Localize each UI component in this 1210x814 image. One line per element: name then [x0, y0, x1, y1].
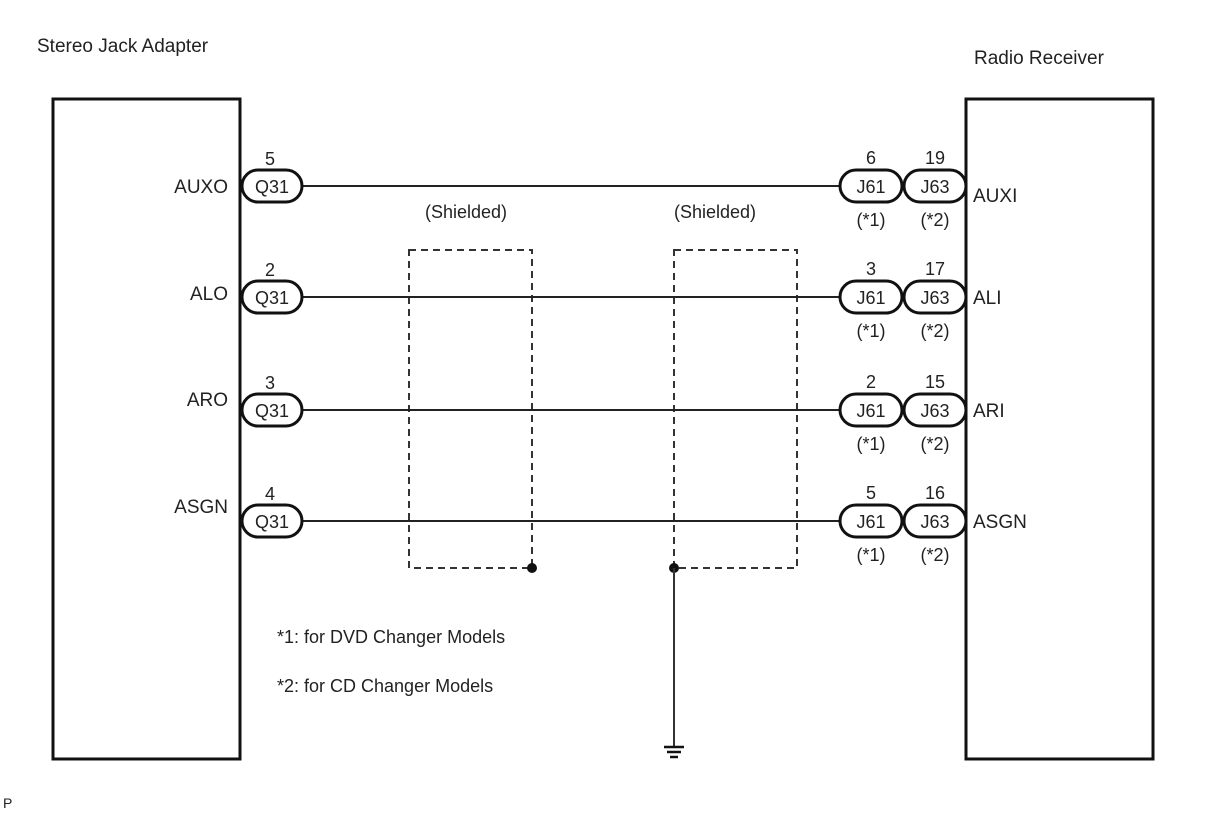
right-connector-j63 — [902, 279, 968, 315]
right-connector-j61 — [838, 279, 904, 315]
left-pin-label: AUXO — [174, 177, 228, 198]
right-pin-number: 16 — [925, 483, 945, 503]
right-connector-id: J63 — [920, 401, 949, 421]
right-pin-number: 6 — [866, 148, 876, 168]
right-connector-j61 — [838, 392, 904, 428]
left-connector — [240, 392, 304, 428]
right-connector-note: (*1) — [856, 434, 885, 454]
right-pin-label: ASGN — [973, 512, 1027, 533]
corner-mark: P — [3, 795, 12, 811]
left-pin-number: 2 — [265, 260, 275, 280]
left-component-title: Stereo Jack Adapter — [37, 36, 209, 57]
left-connector-id: Q31 — [255, 177, 289, 197]
right-connector-note: (*2) — [920, 210, 949, 230]
right-connector-id: J63 — [920, 512, 949, 532]
right-pin-number: 15 — [925, 372, 945, 392]
right-connector-j63 — [902, 392, 968, 428]
left-pin-number: 3 — [265, 373, 275, 393]
right-connector-note: (*1) — [856, 321, 885, 341]
right-pin-number: 2 — [866, 372, 876, 392]
left-connector — [240, 503, 304, 539]
left-connector — [240, 279, 304, 315]
left-pin-label: ALO — [190, 284, 228, 305]
ground-icon — [664, 745, 684, 759]
left-pin-number: 4 — [265, 484, 275, 504]
left-connector — [240, 168, 304, 204]
shield-label-2: (Shielded) — [674, 202, 756, 222]
right-connector-note: (*1) — [856, 210, 885, 230]
stereo-jack-adapter-box — [51, 97, 242, 761]
right-pin-number: 17 — [925, 259, 945, 279]
right-connector-j63 — [902, 168, 968, 204]
left-connector-id: Q31 — [255, 401, 289, 421]
right-connector-j61 — [838, 168, 904, 204]
right-pin-label: AUXI — [973, 186, 1017, 207]
right-connector-id: J63 — [920, 177, 949, 197]
right-connector-id: J61 — [856, 177, 885, 197]
right-connector-id: J61 — [856, 288, 885, 308]
shield-junction-dot-1 — [527, 563, 537, 573]
left-pin-label: ASGN — [174, 497, 228, 518]
left-connector-id: Q31 — [255, 288, 289, 308]
right-connector-note: (*1) — [856, 545, 885, 565]
right-connector-id: J61 — [856, 401, 885, 421]
right-pin-label: ARI — [973, 401, 1005, 422]
note-2: *2: for CD Changer Models — [277, 676, 493, 696]
right-connector-id: J61 — [856, 512, 885, 532]
right-connector-j61 — [838, 503, 904, 539]
radio-receiver-box — [964, 97, 1155, 761]
right-component-title: Radio Receiver — [974, 48, 1105, 69]
note-1: *1: for DVD Changer Models — [277, 627, 505, 647]
right-connector-note: (*2) — [920, 545, 949, 565]
left-pin-label: ARO — [187, 390, 228, 411]
shield-label-1: (Shielded) — [425, 202, 507, 222]
right-pin-number: 5 — [866, 483, 876, 503]
right-connector-note: (*2) — [920, 434, 949, 454]
right-pin-number: 3 — [866, 259, 876, 279]
right-connector-note: (*2) — [920, 321, 949, 341]
left-pin-number: 5 — [265, 149, 275, 169]
right-connector-id: J63 — [920, 288, 949, 308]
right-connector-j63 — [902, 503, 968, 539]
left-connector-id: Q31 — [255, 512, 289, 532]
right-pin-number: 19 — [925, 148, 945, 168]
right-pin-label: ALI — [973, 288, 1002, 309]
